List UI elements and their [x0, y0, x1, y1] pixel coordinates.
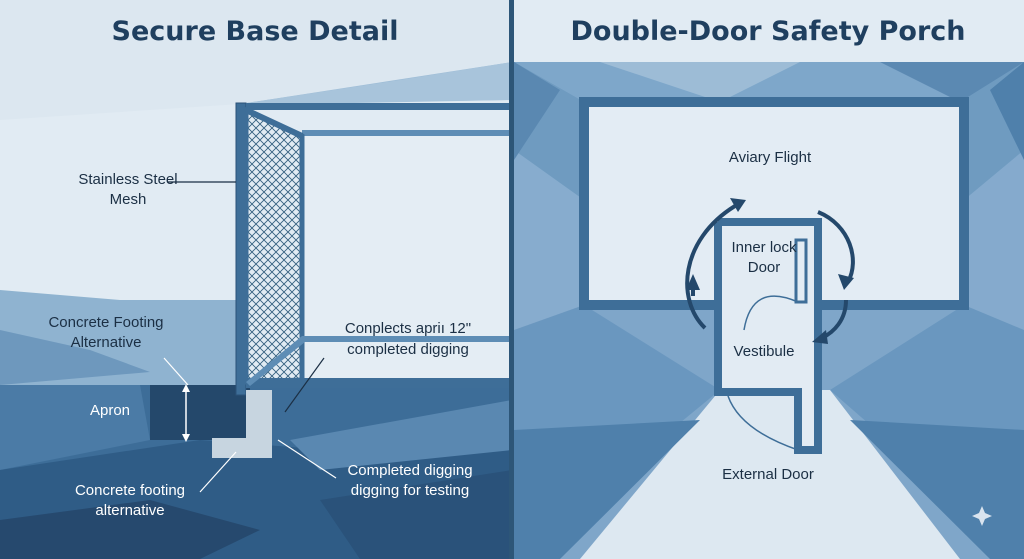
footing-alt-label-line2: Alternative	[71, 334, 142, 351]
apron-label: Apron	[90, 402, 130, 419]
panel-divider	[509, 0, 514, 559]
right-panel: Double-Door Safety Porch Aviary Flight I…	[514, 0, 1024, 559]
sparkle-icon	[972, 506, 992, 526]
left-panel-title: Secure Base Detail	[112, 16, 399, 47]
completed-label-line1: Completed digging	[347, 462, 472, 479]
mesh-label-line1: Stainless Steel	[78, 171, 177, 188]
conplects-label-line1: Conplects apriı 12"	[345, 320, 471, 337]
footing-alt2-label-line2: alternative	[95, 502, 164, 519]
vestibule-label: Vestibule	[734, 343, 795, 360]
inner-lock-label-line1: Inner lock	[731, 239, 797, 256]
footing-alt-label-line1: Concrete Footing	[48, 314, 163, 331]
left-panel: Secure Base Detail Stainless Steel Mesh …	[0, 16, 512, 559]
conplects-label-line2: completed digging	[347, 341, 469, 358]
aviary-flight-label: Aviary Flight	[729, 149, 812, 166]
completed-label-line2: digging for testing	[351, 482, 469, 499]
external-door-label: External Door	[722, 466, 814, 483]
inner-lock-label-line2: Door	[748, 259, 781, 276]
footing-alt2-label-line1: Concrete footing	[75, 482, 185, 499]
mesh-label-line2: Mesh	[110, 191, 147, 208]
right-panel-title: Double-Door Safety Porch	[570, 16, 965, 47]
